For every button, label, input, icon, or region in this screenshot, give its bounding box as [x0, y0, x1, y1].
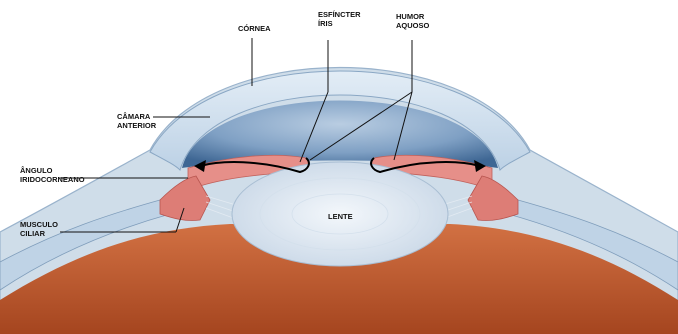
label-lente: LENTE	[328, 212, 353, 221]
label-angulo-iridocorneano: ÂNGULO IRIDOCORNEANO	[20, 166, 85, 184]
label-humor-aquoso: HUMOR AQUOSO	[396, 12, 429, 30]
label-camara-anterior: CÂMARA ANTERIOR	[117, 112, 156, 130]
label-cornea: CÓRNEA	[238, 24, 271, 33]
label-musculo-ciliar: MUSCULO CILIAR	[20, 220, 58, 238]
label-esfincter-iris: ESFÍNCTER ÍRIS	[318, 10, 361, 28]
